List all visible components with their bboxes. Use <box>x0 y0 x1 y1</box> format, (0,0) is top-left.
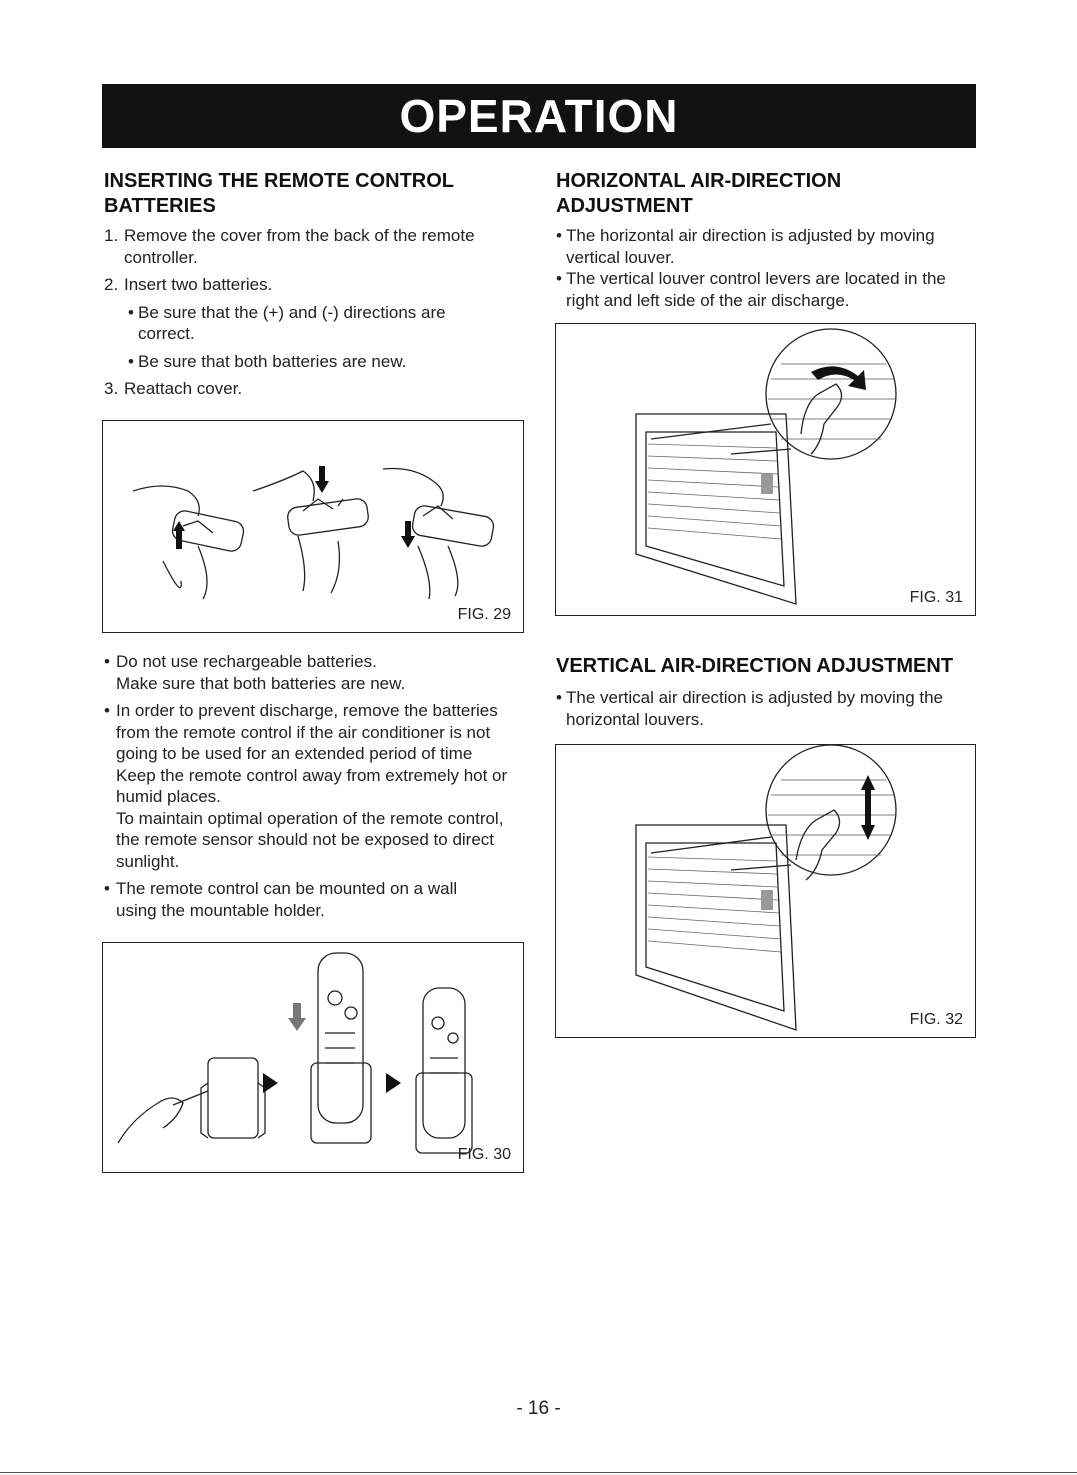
step-2: 2. Insert two batteries. <box>104 274 514 296</box>
figure-label: FIG. 32 <box>909 1011 963 1028</box>
figure-31: FIG. 31 <box>555 323 976 616</box>
bullet-text: The horizontal air direction is adjusted… <box>566 226 935 267</box>
step-3: 3. Reattach cover. <box>104 378 514 400</box>
note-bullet: • The remote control can be mounted on a… <box>104 879 458 920</box>
step-number: 2. <box>104 275 119 294</box>
step-text: Remove the cover from the back of the re… <box>124 226 475 267</box>
note-text: In order to prevent discharge, remove th… <box>116 701 498 763</box>
sub-bullet: • Be sure that the (+) and (-) direction… <box>128 302 446 344</box>
remote-battery-illustration <box>132 466 495 600</box>
figure-30: FIG. 30 <box>102 942 524 1173</box>
bullet: • The vertical louver control levers are… <box>556 269 946 310</box>
note-text: The remote control can be mounted on a w… <box>116 879 458 920</box>
heading-horizontal-adjustment: HORIZONTAL AIR-DIRECTION ADJUSTMENT <box>556 170 842 217</box>
note-bullet: • Do not use rechargeable batteries. Mak… <box>104 652 406 693</box>
step-number: 1. <box>104 226 119 245</box>
sub-bullet-text: Be sure that both batteries are new. <box>138 351 407 371</box>
note-bullet: • In order to prevent discharge, remove … <box>104 700 524 872</box>
battery-notes: • Do not use rechargeable batteries. Mak… <box>104 651 524 921</box>
banner-title: OPERATION <box>399 90 679 142</box>
heading-inserting-batteries: INSERTING THE REMOTE CONTROL BATTERIES <box>104 170 454 217</box>
sub-bullet-text: Be sure that the (+) and (-) directions … <box>138 302 446 344</box>
horizontal-bullets: • The horizontal air direction is adjust… <box>556 225 974 311</box>
note-text: Do not use rechargeable batteries. <box>116 652 377 671</box>
figure-label: FIG. 29 <box>457 606 511 623</box>
remote-holder-illustration <box>117 952 473 1154</box>
figure-29: FIG. 29 <box>102 420 524 633</box>
note-text: Keep the remote control away from extrem… <box>116 765 508 807</box>
vertical-bullets: • The vertical air direction is adjusted… <box>556 687 974 730</box>
section-banner: OPERATION <box>102 84 976 148</box>
battery-steps: 1. Remove the cover from the back of the… <box>104 225 514 400</box>
bullet-text: The vertical louver control levers are l… <box>566 269 946 310</box>
step-text: Insert two batteries. <box>124 275 273 294</box>
note-text: To maintain optimal operation of the rem… <box>116 808 504 871</box>
figure-label: FIG. 30 <box>457 1146 511 1163</box>
step-number: 3. <box>104 379 119 398</box>
page-number: - 16 - <box>516 1398 561 1419</box>
bullet: • The vertical air direction is adjusted… <box>556 688 944 729</box>
sub-bullet: • Be sure that both batteries are new. <box>128 351 407 371</box>
step-text: Reattach cover. <box>124 379 243 398</box>
heading-vertical-adjustment: VERTICAL AIR-DIRECTION ADJUSTMENT <box>556 655 954 677</box>
bullet-text: The vertical air direction is adjusted b… <box>566 688 944 729</box>
figure-32: FIG. 32 <box>555 744 976 1038</box>
horizontal-louver-illustration <box>635 745 897 1031</box>
step-1: 1. Remove the cover from the back of the… <box>104 225 514 268</box>
vertical-louver-illustration <box>635 328 897 605</box>
footer-rule <box>0 1472 1077 1473</box>
bullet: • The horizontal air direction is adjust… <box>556 226 935 267</box>
note-text: Make sure that both batteries are new. <box>116 673 406 693</box>
figure-label: FIG. 31 <box>909 589 963 606</box>
